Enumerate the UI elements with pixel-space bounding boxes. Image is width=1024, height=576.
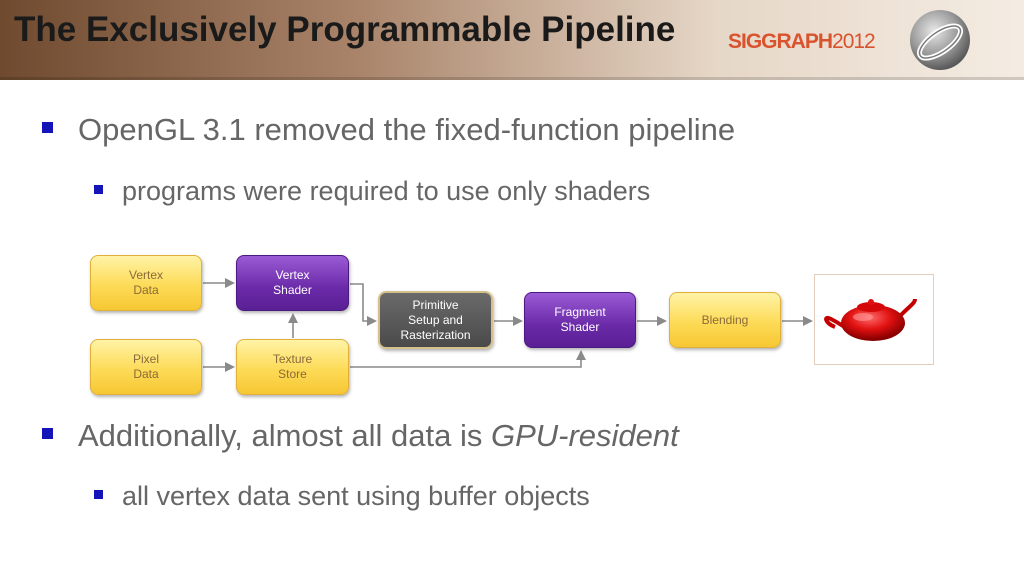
vertex-data-line2: Data [133,283,159,297]
blending-label: Blending [701,312,749,327]
texture-store-line2: Store [278,367,307,381]
bullet-2-emphasis: GPU-resident [490,418,679,453]
bullet-1: OpenGL 3.1 removed the fixed-function pi… [78,112,736,147]
teapot-icon [824,298,917,341]
bullet-marker [94,185,103,194]
bullet-2-sub: all vertex data sent using buffer object… [122,481,590,511]
bullet-1-sub: programs were required to use only shade… [122,176,651,206]
bullet-marker [42,428,53,439]
bullet-marker [42,122,53,133]
logo-year: 2012 [832,30,876,53]
siggraph-logo: SIGGRAPH2012 [728,30,876,54]
primitive-setup-line3: Rasterization [400,327,471,342]
pixel-data-line2: Data [133,367,159,381]
rendered-output-frame [814,274,934,365]
vertex-shader-line1: Vertex [275,268,310,282]
logo-brand: SIGGRAPH [728,30,833,53]
vertex-shader-line2: Shader [273,283,312,297]
bullet-2: Additionally, almost all data is GPU-res… [78,418,679,454]
bullet-2-text: Additionally, almost all data is [78,418,491,453]
blending-box: Blending [669,292,781,348]
fragment-shader-line1: Fragment [554,305,606,319]
primitive-setup-line1: Primitive [412,297,459,312]
slide-title: The Exclusively Programmable Pipeline [14,10,676,49]
primitive-setup-line2: Setup and [408,312,463,327]
pixel-data-line1: Pixel [132,352,159,366]
arrow-texturestore-to-fragment [350,350,586,368]
fragment-shader-line2: Shader [560,320,600,334]
bullet-marker [94,490,103,499]
siggraph-globe-icon [910,10,970,70]
arrow-vertexshader-to-primitive [350,283,377,326]
header-banner: The Exclusively Programmable Pipeline SI… [0,0,1024,80]
vertex-data-line1: Vertex [128,268,164,282]
texture-store-line1: Texture [272,352,313,366]
